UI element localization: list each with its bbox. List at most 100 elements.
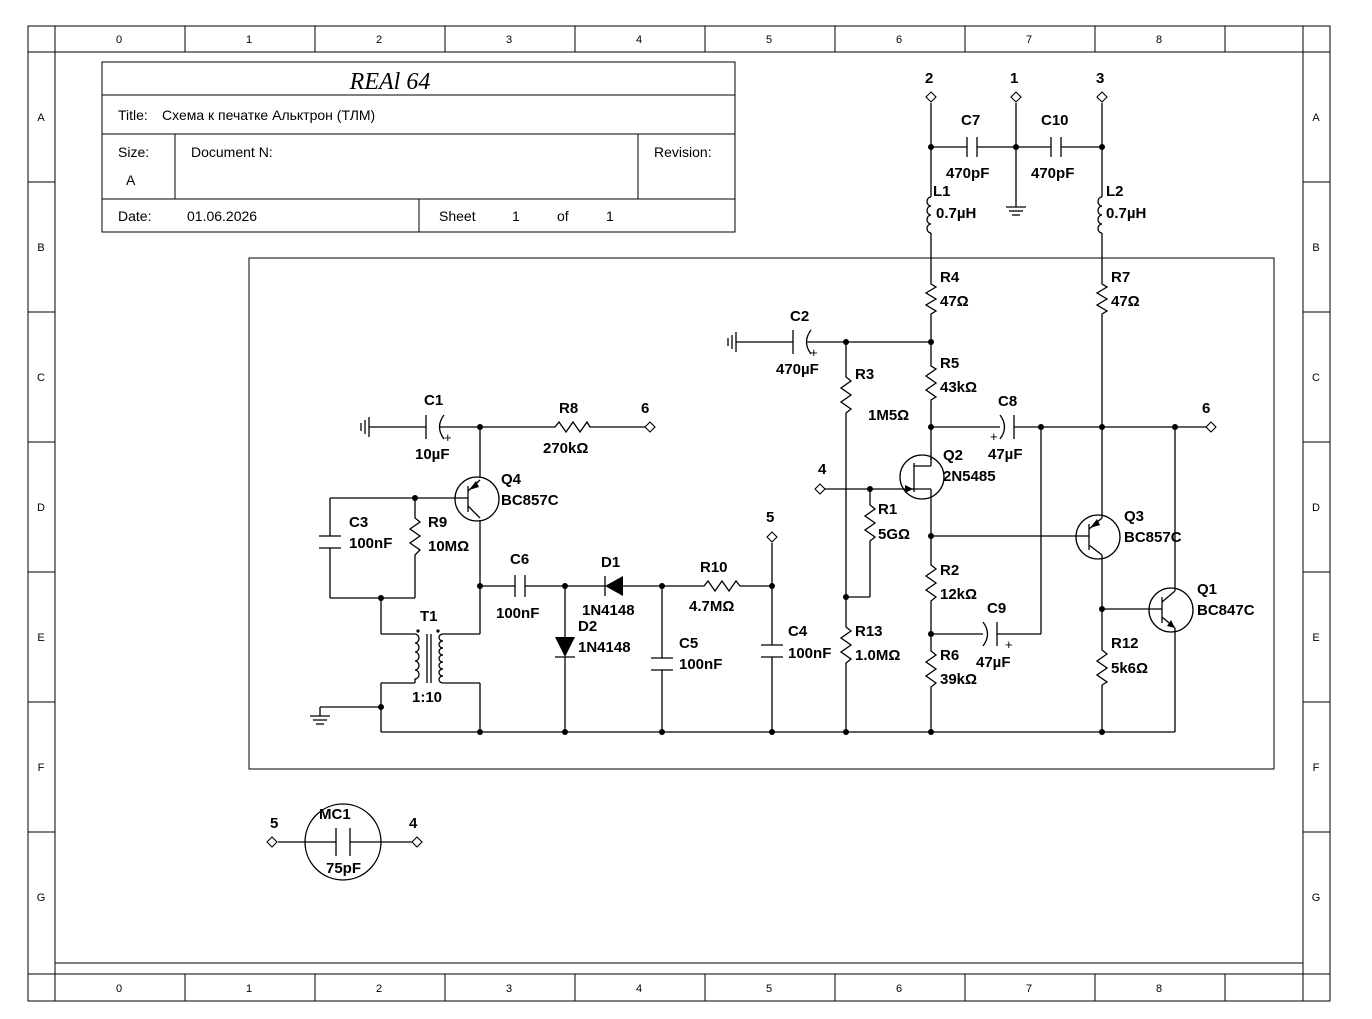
size-label: Size:: [118, 144, 149, 160]
r10-ref: R10: [700, 559, 728, 576]
row-label-C-right: C: [1312, 372, 1320, 384]
col-label-5-bottom: 5: [766, 983, 772, 995]
d1-value: 1N4148: [582, 602, 635, 619]
ground-icon-c1: [360, 417, 370, 437]
terminal-label-mc1-right: 4: [409, 815, 418, 832]
ground-icon-c7c10: [1006, 206, 1026, 216]
c4-capacitor-icon: [761, 644, 783, 658]
r7-resistor-icon: [1095, 280, 1109, 318]
l2-value: 0.7µH: [1106, 205, 1146, 222]
r12-ref: R12: [1111, 635, 1139, 652]
d2-ref: D2: [578, 618, 597, 635]
ground-icon-c2: [727, 332, 737, 352]
terminal-mc1-left[interactable]: [266, 836, 278, 848]
ground-symbols: [310, 206, 1026, 725]
r2-resistor-icon: [924, 560, 938, 606]
terminal-4[interactable]: [814, 483, 826, 495]
terminal-1[interactable]: [1010, 91, 1022, 103]
col-label-2-bottom: 2: [376, 983, 382, 995]
c2-plus-mark: +: [810, 345, 818, 360]
title-label: Title:: [118, 107, 148, 123]
row-label-E-right: E: [1312, 632, 1319, 644]
c9-plus-mark: +: [1005, 637, 1013, 652]
row-label-B: B: [37, 242, 44, 254]
terminal-mc1-right[interactable]: [411, 836, 423, 848]
terminal-label-1: 1: [1010, 70, 1018, 87]
r13-ref: R13: [855, 623, 883, 640]
r9-resistor-icon: [408, 512, 422, 565]
terminal-6-right[interactable]: [1205, 421, 1217, 433]
revision-label: Revision:: [654, 144, 712, 160]
diodes: [555, 576, 623, 658]
title-value: Схема к печатке Альктрон (ТЛМ): [162, 107, 375, 123]
col-label-5: 5: [766, 34, 772, 46]
title-block-heading: REAl 64: [349, 69, 431, 95]
c1-capacitor-icon: [425, 414, 445, 440]
drawing-frame: [27, 25, 1331, 1002]
terminal-2[interactable]: [925, 91, 937, 103]
row-label-G: G: [37, 892, 46, 904]
r7-value: 47Ω: [1111, 293, 1140, 310]
mc1-value: 75pF: [326, 860, 361, 877]
date-label: Date:: [118, 208, 151, 224]
row-label-E: E: [37, 632, 44, 644]
c2-ref: C2: [790, 308, 809, 325]
junction-dots: [378, 144, 1178, 735]
c2-value: 470µF: [776, 361, 819, 378]
r6-ref: R6: [940, 647, 959, 664]
r3-resistor-icon: [839, 372, 853, 418]
size-value: A: [126, 172, 136, 188]
c3-capacitor-icon: [319, 535, 341, 549]
r2-value: 12kΩ: [940, 586, 977, 603]
c6-value: 100nF: [496, 605, 539, 622]
col-label-1-bottom: 1: [246, 983, 252, 995]
transistors: [454, 454, 1194, 633]
r5-resistor-icon: [924, 362, 938, 402]
c3-ref: C3: [349, 514, 368, 531]
d2-value: 1N4148: [578, 639, 631, 656]
row-label-F: F: [38, 762, 45, 774]
r1-ref: R1: [878, 501, 897, 518]
r13-value: 1.0MΩ: [855, 647, 900, 664]
row-label-C: C: [37, 372, 45, 384]
r4-value: 47Ω: [940, 293, 969, 310]
c5-value: 100nF: [679, 656, 722, 673]
col-label-3-bottom: 3: [506, 983, 512, 995]
d1-ref: D1: [601, 554, 620, 571]
r8-ref: R8: [559, 400, 578, 417]
terminal-5[interactable]: [766, 531, 778, 543]
c1-value: 10µF: [415, 446, 450, 463]
r3-value: 1M5Ω: [868, 407, 909, 424]
q2-ref: Q2: [943, 447, 963, 464]
c9-capacitor-icon: [982, 621, 998, 647]
c8-plus-mark: +: [990, 429, 998, 444]
r1-resistor-icon: [863, 500, 877, 550]
c7-ref: C7: [961, 112, 980, 129]
q2-jfet-icon: [899, 454, 945, 500]
r12-resistor-icon: [1095, 645, 1109, 686]
r1-value: 5GΩ: [878, 526, 910, 543]
ground-icon-t1: [310, 715, 330, 725]
terminal-6-left[interactable]: [644, 421, 656, 433]
q4-transistor-icon: [454, 476, 500, 522]
r7-ref: R7: [1111, 269, 1130, 286]
l2-inductor-icon: [1097, 196, 1103, 234]
q1-transistor-icon: [1148, 587, 1194, 633]
col-label-8: 8: [1156, 34, 1162, 46]
q3-transistor-icon: [1075, 514, 1121, 560]
col-label-7-bottom: 7: [1026, 983, 1032, 995]
capacitors: [304, 137, 1062, 881]
col-label-0-bottom: 0: [116, 983, 122, 995]
c2-capacitor-icon: [792, 329, 812, 355]
t1-transformer-icon: [414, 629, 444, 684]
resistors: [408, 280, 1109, 691]
c9-ref: C9: [987, 600, 1006, 617]
r8-value: 270kΩ: [543, 440, 588, 457]
r2-ref: R2: [940, 562, 959, 579]
l1-inductor-icon: [926, 196, 932, 234]
terminal-3[interactable]: [1096, 91, 1108, 103]
l1-ref: L1: [933, 183, 951, 200]
col-label-2: 2: [376, 34, 382, 46]
terminal-label-4: 4: [818, 461, 827, 478]
